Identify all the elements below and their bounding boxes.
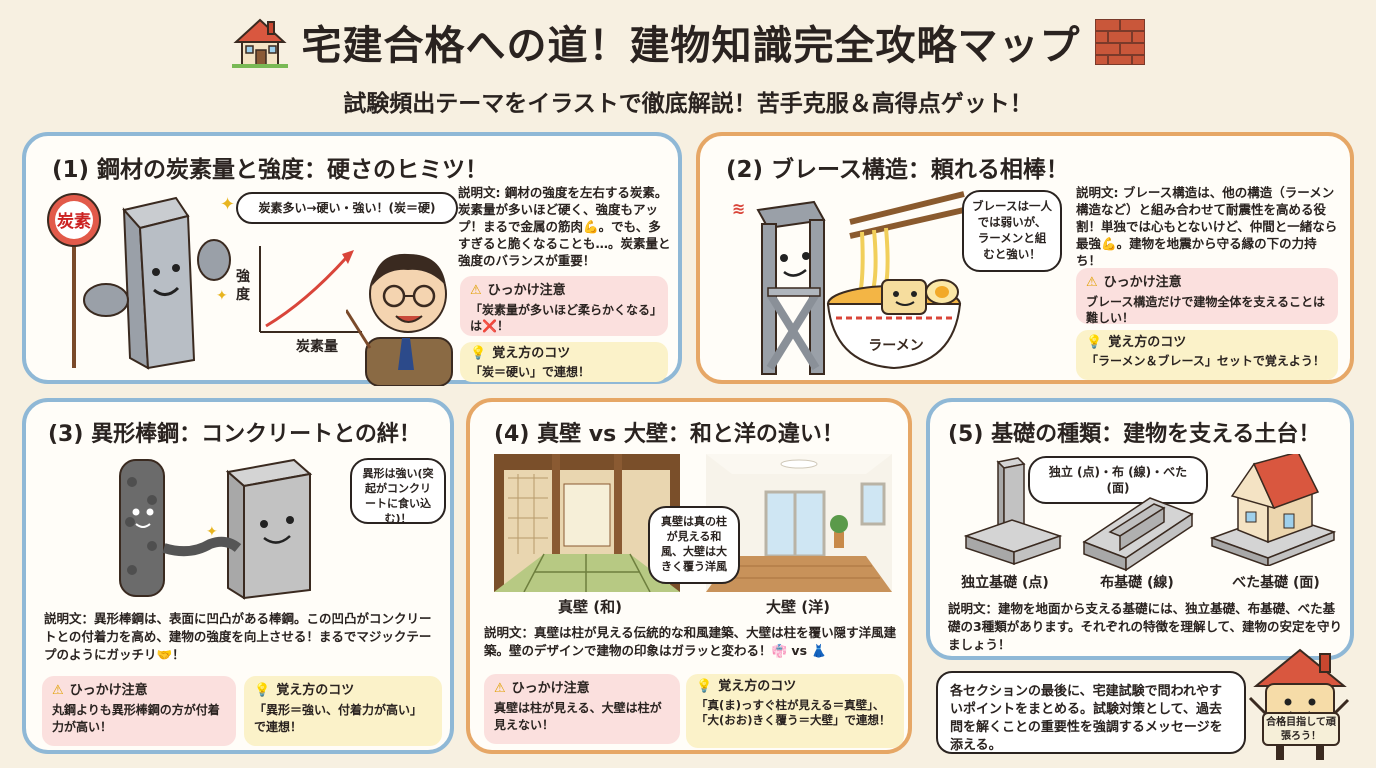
carbon-strength-chart	[259, 246, 362, 333]
mascot-sign: 合格目指して頑張ろう！	[1262, 712, 1340, 746]
warning-text: 丸鋼よりも異形棒鋼の方が付着力が高い！	[52, 703, 220, 734]
speech-bubble: 炭素多い→硬い・強い！(炭＝硬)	[236, 192, 458, 224]
tip-text: 「炭＝硬い」で連想！	[470, 365, 591, 379]
warning-triangle-icon: ⚠	[1086, 275, 1098, 290]
svg-text:≋: ≋	[732, 199, 745, 218]
panel-steel-carbon: (1) 鋼材の炭素量と強度：硬さのヒミツ！ 炭素 ✦ ✦ 炭素多い→硬い・強い！…	[22, 132, 682, 386]
mat-foundation-house-illustration	[1209, 454, 1337, 566]
mascot-sign-text: 合格目指して頑張ろう！	[1266, 717, 1336, 742]
label-mat-foundation: べた基礎 (面)	[1232, 575, 1320, 591]
memory-tip-box: 💡 覚え方のコツ 「異形＝強い、付着力が高い」で連想！	[244, 676, 442, 746]
svg-text:✦: ✦	[216, 288, 228, 304]
trap-warning-box: ⚠ ひっかけ注意 丸鋼よりも異形棒鋼の方が付着力が高い！	[42, 676, 236, 746]
trap-warning-box: ⚠ ひっかけ注意 ブレース構造だけで建物全体を支えることは難しい！	[1076, 268, 1338, 325]
memory-tip-box: 💡 覚え方のコツ 「真(ま)っすぐ柱が見える＝真壁」、「大(おお)きく覆う＝大壁」…	[686, 674, 904, 748]
warning-title: ひっかけ注意	[511, 681, 590, 696]
warning-triangle-icon: ⚠	[470, 283, 482, 298]
svg-text:✦: ✦	[220, 194, 235, 215]
trap-warning-box: ⚠ ひっかけ注意 真壁は柱が見える、大壁は柱が見えない！	[484, 674, 680, 744]
label-shinkabe: 真壁 (和)	[558, 598, 622, 616]
description-text: 説明文: 鋼材の強度を左右する炭素。炭素量が多いほど硬く、強度もアップ！まるで金…	[458, 185, 671, 268]
section-title: (3) 異形棒鋼：コンクリートとの絆！	[48, 422, 421, 447]
section-title: (1) 鋼材の炭素量と強度：硬さのヒミツ！	[52, 157, 489, 183]
tip-text: 「ラーメン＆ブレース」セットで覚えよう！	[1086, 354, 1325, 368]
label-independent-footing: 独立基礎 (点)	[961, 575, 1049, 591]
description-text: 説明文: ブレース構造は、他の構造（ラーメン構造など）と組み合わせて耐震性を高め…	[1076, 185, 1338, 268]
svg-text:✦: ✦	[206, 524, 218, 540]
carbon-sign-text: 炭素	[57, 211, 91, 232]
warning-text: 「炭素量が多いほど柔らかくなる」は❌！	[470, 303, 657, 333]
page-subtitle: 試験頻出テーマをイラストで徹底解説！苦手克服＆高得点ゲット！	[343, 91, 1033, 117]
strip-footing-illustration	[1082, 497, 1194, 572]
memory-tip-box: 💡 覚え方のコツ 「炭＝硬い」で連想！	[460, 342, 668, 382]
warning-title: ひっかけ注意	[487, 283, 566, 298]
trap-warning-box: ⚠ ひっかけ注意 「炭素量が多いほど柔らかくなる」は❌！	[460, 276, 668, 336]
memory-tip-box: 💡 覚え方のコツ 「ラーメン＆ブレース」セットで覚えよう！	[1076, 330, 1338, 380]
speech-bubble: ブレースは一人では弱いが、ラーメンと組むと強い！	[962, 190, 1062, 272]
section-title: (2) ブレース構造：頼れる相棒！	[726, 157, 1069, 183]
description-text: 説明文：建物を地面から支える基礎には、独立基礎、布基礎、べた基礎の3種類がありま…	[948, 601, 1342, 652]
lightbulb-icon: 💡	[254, 683, 271, 698]
tip-text: 「異形＝強い、付着力が高い」で連想！	[254, 703, 423, 734]
section-title: (5) 基礎の種類：建物を支える土台！	[948, 422, 1321, 447]
steel-bar-character-illustration: 炭素 ✦ ✦	[47, 193, 235, 370]
brick-wall-icon	[1094, 19, 1145, 65]
speech-bubble: 真壁は真の柱が見える和風、大壁は大きく覆う洋風	[648, 506, 740, 584]
panel-brace-structure: (2) ブレース構造：頼れる相棒！ ラーメン ≋ ブレースは一人では弱いが、ラー…	[696, 132, 1354, 384]
tip-text: 「真(ま)っすぐ柱が見える＝真壁」、「大(おお)きく覆う＝大壁」で連想！	[696, 698, 891, 727]
warning-title: ひっかけ注意	[1103, 275, 1182, 290]
lightbulb-icon: 💡	[1086, 335, 1103, 350]
header: 宅建合格への道！建物知識完全攻略マップ	[0, 12, 1376, 72]
lightbulb-icon: 💡	[696, 679, 713, 694]
rebar-concrete-handshake-illustration: ✦	[119, 458, 313, 600]
independent-footing-illustration	[963, 457, 1063, 566]
tip-title: 覚え方のコツ	[1108, 335, 1187, 350]
panel-deformed-bar: (3) 異形棒鋼：コンクリートとの絆！ ✦ 異形は強い(突起がコンクリートに食い…	[22, 398, 454, 754]
warning-text: ブレース構造だけで建物全体を支えることは難しい！	[1086, 295, 1326, 325]
description-text: 説明文：異形棒鋼は、表面に凹凸がある棒鋼。この凹凸がコンクリートとの付着力を高め…	[44, 611, 432, 662]
tip-title: 覚え方のコツ	[718, 679, 797, 694]
panel-foundation-types: (5) 基礎の種類：建物を支える土台！ 独立 (点)・布 (線)・べた (面) …	[926, 398, 1354, 660]
bowl-label-text: ラーメン	[868, 338, 923, 354]
section-title: (4) 真壁 vs 大壁：和と洋の違い！	[494, 422, 844, 447]
label-okabe: 大壁 (洋)	[766, 598, 830, 616]
tip-title: 覚え方のコツ	[492, 346, 571, 361]
warning-text: 真壁は柱が見える、大壁は柱が見えない！	[494, 701, 662, 732]
chart-y-label: 強度	[236, 269, 250, 303]
description-text: 説明文：真壁は柱が見える伝統的な和風建築、大壁は柱を覆い隠す洋風建築。壁のデザイ…	[484, 625, 897, 658]
warning-title: ひっかけ注意	[69, 683, 148, 698]
speech-bubble: 独立 (点)・布 (線)・べた (面)	[1028, 456, 1208, 504]
chart-x-label: 炭素量	[296, 339, 338, 355]
page-title: 宅建合格への道！建物知識完全攻略マップ	[301, 23, 1081, 69]
brace-and-ramen-illustration: ラーメン ≋	[732, 191, 965, 375]
warning-triangle-icon: ⚠	[52, 683, 64, 698]
teacher-character-illustration	[346, 253, 453, 386]
tip-title: 覚え方のコツ	[276, 683, 355, 698]
warning-triangle-icon: ⚠	[494, 681, 506, 696]
speech-bubble: 異形は強い(突起がコンクリートに食い込む)！	[350, 458, 446, 525]
lightbulb-icon: 💡	[470, 346, 487, 361]
label-strip-footing: 布基礎 (線)	[1100, 575, 1174, 591]
house-icon	[231, 18, 288, 68]
summary-note: 各セクションの最後に、宅建試験で問われやすいポイントをまとめる。試験対策として、…	[936, 671, 1246, 754]
panel-shinkabe-okabe: (4) 真壁 vs 大壁：和と洋の違い！ 真壁は真の柱が見える和風、大壁は大きく…	[466, 398, 912, 754]
